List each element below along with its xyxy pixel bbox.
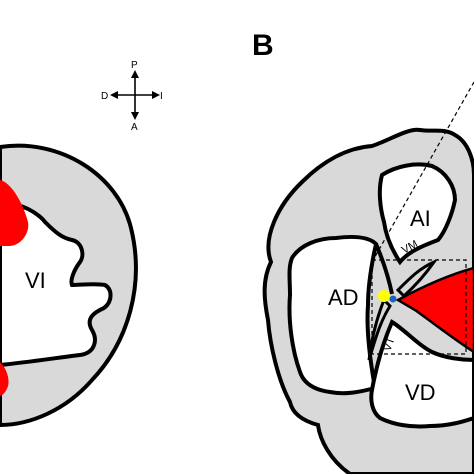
orientation-compass: P A D I	[101, 60, 163, 133]
zoom-region-box	[371, 259, 467, 355]
outflow-tract-red	[395, 266, 474, 354]
panel-letter-b: B	[252, 29, 274, 62]
left-atrium-cavity	[377, 162, 458, 266]
compass-anterior: A	[131, 122, 138, 133]
right-ventricle-cavity	[369, 319, 474, 429]
tricuspid-leaflet	[367, 297, 392, 361]
compass-left: I	[160, 91, 163, 102]
label-vd: VD	[405, 380, 436, 405]
interatrial-septum	[374, 243, 394, 295]
label-ai: AI	[410, 206, 431, 231]
label-vt: VT	[382, 335, 398, 353]
label-vi: VI	[25, 268, 46, 293]
compass-right: D	[101, 91, 108, 102]
label-ad: AD	[328, 285, 359, 310]
junction-yellow-marker	[378, 290, 390, 302]
mitral-leaflet	[395, 258, 439, 299]
septal-red-region-lower	[0, 362, 9, 396]
right-atrium-cavity	[287, 234, 379, 396]
junction-blue-marker	[389, 295, 397, 303]
panel-b: AI AD VD VM VT	[262, 81, 474, 474]
septal-red-region-upper	[0, 180, 29, 246]
left-ventricle-cavity	[0, 202, 113, 368]
panel-a: VI	[0, 143, 138, 428]
compass-posterior: P	[131, 60, 138, 71]
